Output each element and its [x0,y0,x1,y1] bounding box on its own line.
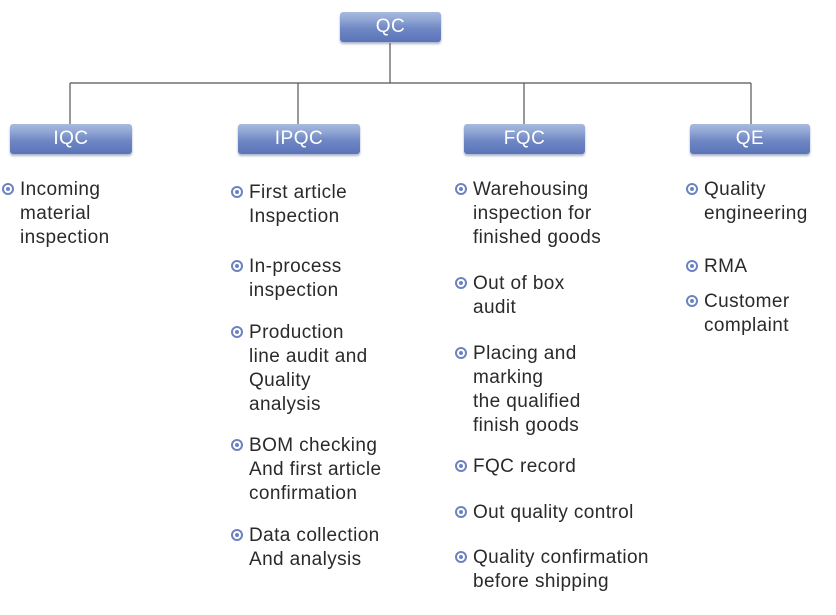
branch-node-ipqc: IPQC [238,124,360,154]
list-item-text: RMA [704,256,748,277]
circle-dot-icon [455,551,467,563]
list-item-text: Production line audit and Quality analys… [249,322,368,415]
circle-dot-icon [455,347,467,359]
list-item-text: BOM checking And first article confirmat… [249,435,382,504]
list-item: Data collection And analysis [229,524,381,572]
list-item: Placing and marking the qualified finish… [453,342,649,438]
list-item: Quality confirmation before shipping [453,546,649,594]
branch-label: IPQC [274,128,324,149]
list-item-text: Placing and marking the qualified finish… [473,343,581,436]
list-item-text: FQC record [473,456,577,477]
list-item-text: Incoming material inspection [20,179,110,248]
fqc-items: Warehousing inspection for finished good… [453,178,649,594]
root-node-label: QC [375,16,406,37]
ipqc-items: First article Inspection In-process insp… [229,178,381,572]
list-item-text: Data collection And analysis [249,525,380,570]
circle-dot-icon [455,277,467,289]
list-item: Customer complaint [684,290,808,338]
list-item: Production line audit and Quality analys… [229,321,381,417]
list-item-text: Customer complaint [704,291,790,336]
list-item-text: Quality confirmation before shipping [473,547,649,592]
list-item: In-process inspection [229,255,381,303]
branch-node-fqc: FQC [464,124,585,154]
list-item: Incoming material inspection [0,178,110,250]
list-item: Quality engineering [684,178,808,226]
circle-dot-icon [231,439,243,451]
circle-dot-icon [231,326,243,338]
list-item-text: Out quality control [473,502,634,523]
circle-dot-icon [686,295,698,307]
circle-dot-icon [231,186,243,198]
qe-items: Quality engineering RMA Customer complai… [684,178,808,338]
branch-label: FQC [503,128,546,149]
circle-dot-icon [231,260,243,272]
list-item-text: First article Inspection [249,182,348,227]
circle-dot-icon [231,529,243,541]
iqc-items: Incoming material inspection [0,178,110,250]
branch-label: IQC [53,128,89,149]
list-item: Out quality control [453,501,649,525]
list-item: Out of box audit [453,272,649,320]
circle-dot-icon [686,260,698,272]
circle-dot-icon [455,460,467,472]
list-item: First article Inspection [229,181,381,229]
branch-node-qe: QE [690,124,810,154]
list-item: BOM checking And first article confirmat… [229,434,381,506]
branch-node-iqc: IQC [10,124,132,154]
branch-label: QE [735,128,765,149]
list-item: RMA [684,255,808,279]
root-node-qc: QC [340,12,441,42]
list-item-text: In-process inspection [249,256,342,301]
circle-dot-icon [455,183,467,195]
list-item: Warehousing inspection for finished good… [453,178,649,250]
circle-dot-icon [2,183,14,195]
list-item-text: Out of box audit [473,273,565,318]
list-item: FQC record [453,455,649,479]
circle-dot-icon [455,506,467,518]
list-item-text: Warehousing inspection for finished good… [473,179,602,248]
list-item-text: Quality engineering [704,179,808,224]
circle-dot-icon [686,183,698,195]
